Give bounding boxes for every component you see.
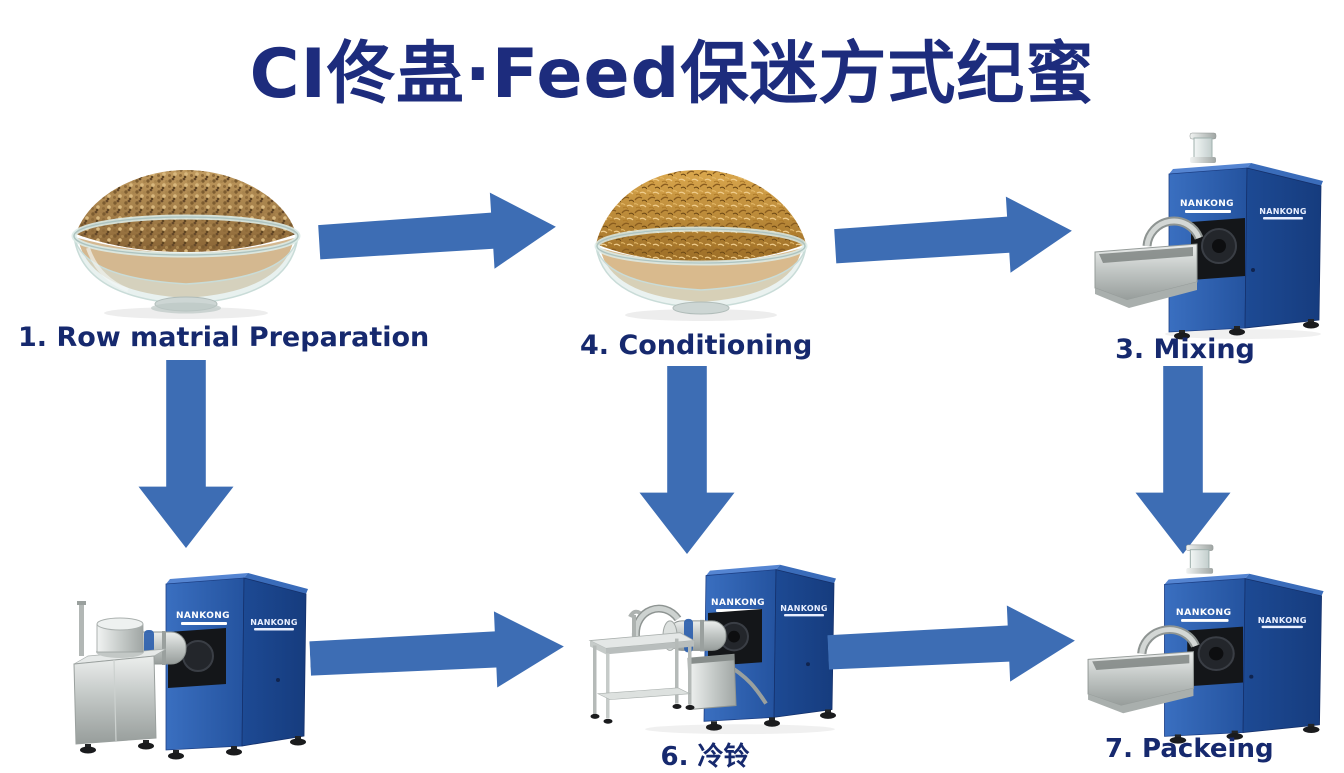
brand-label: NANKONG [1259,207,1307,216]
machine-recess [708,609,762,667]
stage-label-preparation: 1. Row matrial Preparation [18,322,430,353]
arrow-down-3 [1133,366,1233,556]
bowl-shadow [625,309,777,321]
brand-label: NANKONG [1258,616,1307,625]
brand-label: NANKONG [780,604,827,613]
brand-label: NANKONG [250,618,298,627]
stage-label-conditioning: 4. Conditioning [580,330,813,361]
steel-hopper-box [73,601,167,745]
steel-trough [1087,625,1200,714]
machine-feet [1169,723,1320,744]
glass-bowl [594,226,808,315]
brand-label: NANKONG [711,598,765,608]
machine-feet [80,736,306,760]
glass-bowl [71,214,301,314]
collection-bin [687,653,737,711]
down-arrow-icon [639,366,735,555]
brand-label: NANKONG [176,611,230,621]
machine-recess [1191,218,1245,280]
arrow-down-1 [136,360,236,550]
arrow-right-3 [308,606,566,697]
granule-heap [76,170,296,252]
down-arrow-icon [138,360,234,549]
arrow-right-2 [828,191,1080,286]
brand-label: NANKONG [1180,199,1234,209]
page-title: CI佟蛊·Feed保迷方式纪蜜 [249,35,1095,114]
extruder-machine-image: NANKONG NANKONG [48,548,320,768]
machine-feet [706,709,836,731]
fiber-heap [596,170,806,262]
arrow-right-1 [311,186,565,281]
arrow-right-4 [826,601,1077,692]
down-arrow-icon [1135,366,1231,555]
steel-cart [588,604,696,724]
stage-label-cooling: 6. 冷铃 [660,742,750,772]
right-arrow-icon [309,611,564,688]
machine-recess [1187,626,1244,687]
top-cylinder [1189,132,1217,163]
arrow-down-2 [637,366,737,556]
brand-label: NANKONG [1176,608,1232,618]
raw-material-bowl-image [58,156,314,320]
packing-machine-image: NANKONG NANKONG [1086,542,1336,746]
cooling-machine-image: NANKONG NANKONG [580,548,855,740]
right-arrow-icon [834,196,1072,273]
right-arrow-icon [827,605,1075,682]
top-cylinder [1185,544,1214,574]
steel-trough [1094,216,1204,308]
conditioning-bowl-image [582,164,820,322]
mixing-machine-image: NANKONG NANKONG [1093,130,1335,342]
machine-feet [1174,319,1319,340]
right-arrow-icon [318,192,556,269]
stage-label-mixing: 3. Mixing [1115,334,1255,365]
stage-label-packing: 7. Packeing [1105,734,1274,764]
